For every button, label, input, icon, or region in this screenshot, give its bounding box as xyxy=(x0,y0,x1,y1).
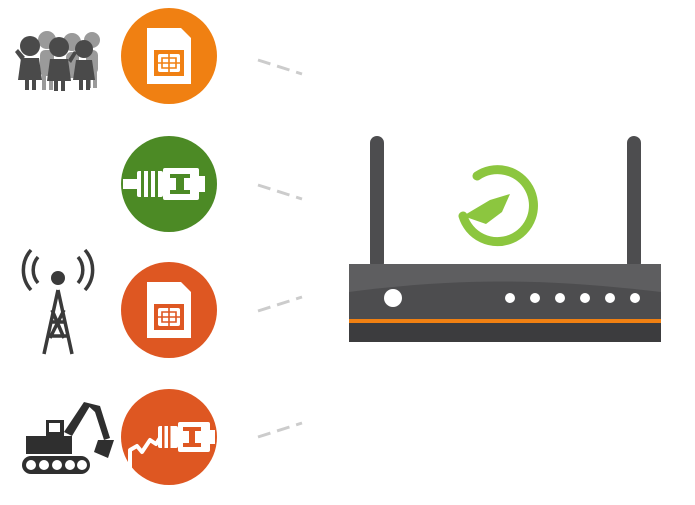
connector-line-2 xyxy=(257,183,303,201)
power-swirl-logo-icon xyxy=(458,165,538,247)
left-antenna xyxy=(370,136,384,270)
router-trim xyxy=(349,319,661,323)
right-antenna xyxy=(627,136,641,270)
cell-tower-icon xyxy=(21,248,95,355)
connector-line-1 xyxy=(257,58,303,76)
status-led xyxy=(580,293,590,303)
connector-line-3 xyxy=(257,295,303,313)
badge-sim-orange xyxy=(121,8,217,104)
status-led xyxy=(605,293,615,303)
status-led xyxy=(555,293,565,303)
router xyxy=(349,136,661,342)
status-leds xyxy=(505,293,640,303)
connector-line-4 xyxy=(257,421,303,439)
badge-broken-cable xyxy=(121,389,217,485)
connector-lines xyxy=(257,58,303,439)
status-led xyxy=(530,293,540,303)
excavator-icon xyxy=(22,402,114,474)
sim-card-icon xyxy=(147,282,191,338)
power-button xyxy=(384,289,402,307)
sim-card-icon xyxy=(147,28,191,84)
badge-sim-red xyxy=(121,262,217,358)
badge-ethernet-green xyxy=(121,136,217,232)
status-led xyxy=(630,293,640,303)
status-led xyxy=(505,293,515,303)
broken-ethernet-cable-icon xyxy=(128,422,215,470)
crowd-icon xyxy=(15,31,100,91)
